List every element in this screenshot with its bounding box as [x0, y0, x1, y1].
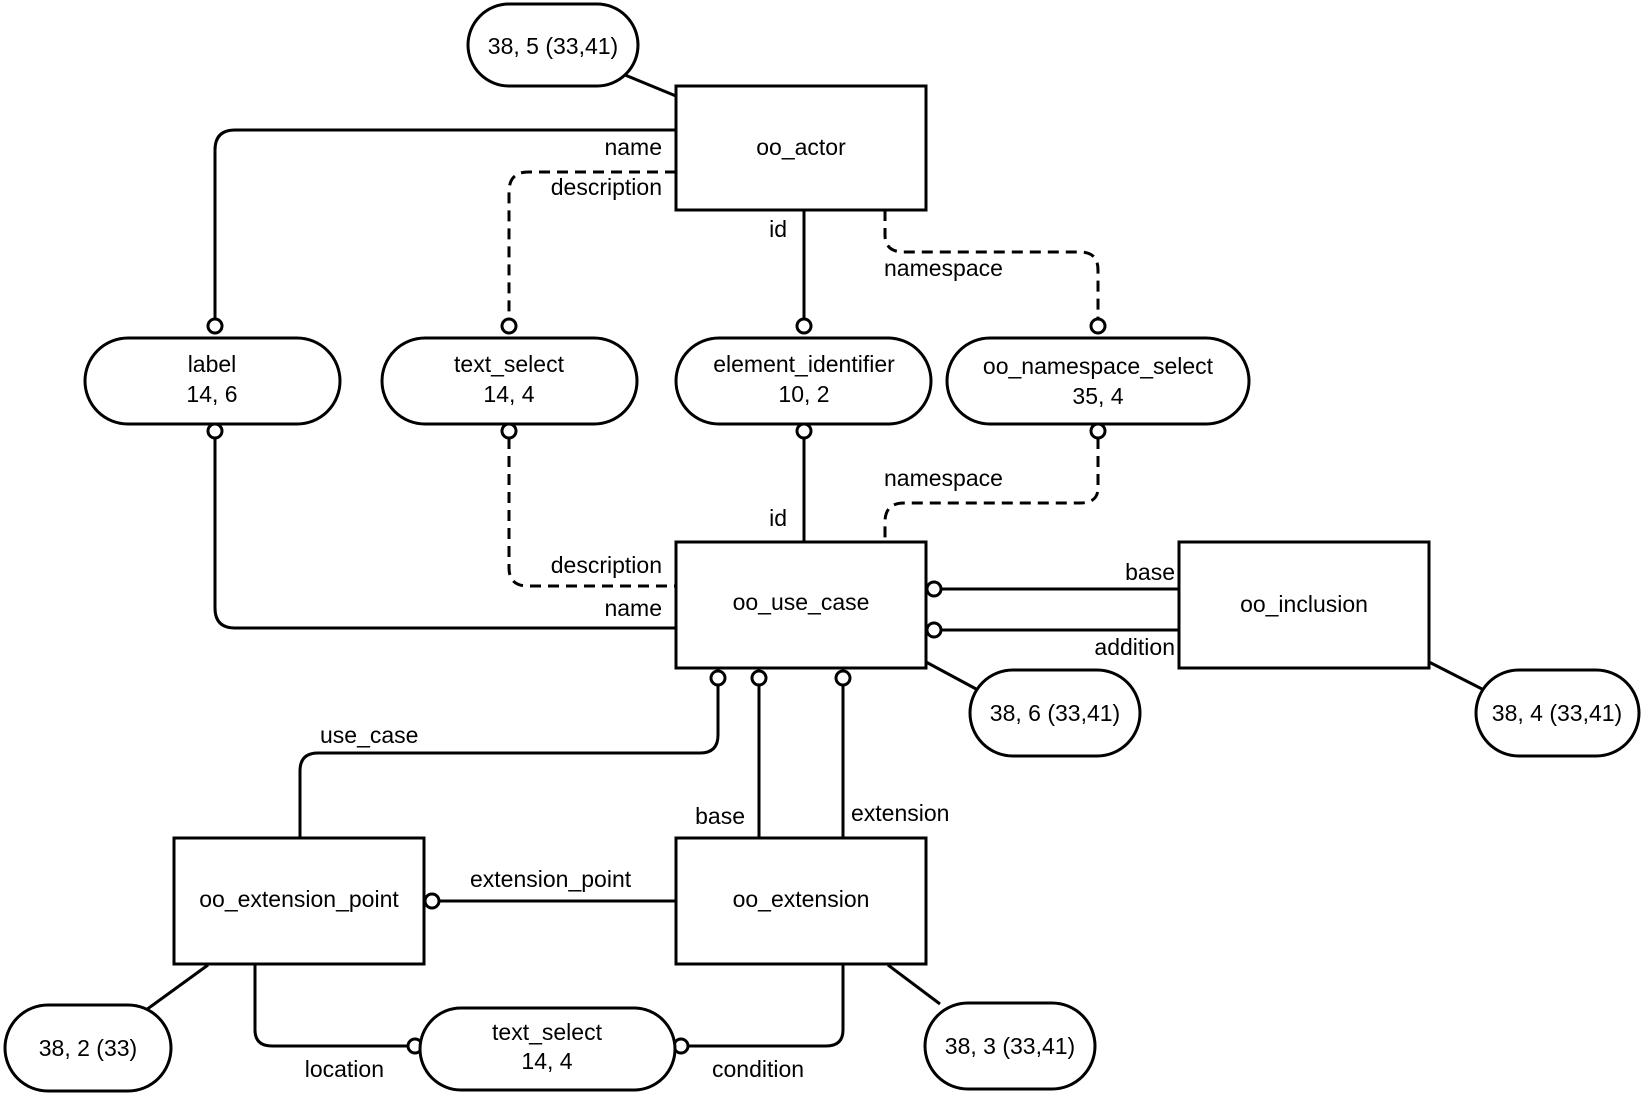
domain-label[interactable]: label 14, 6	[83, 336, 342, 426]
svg-text:38, 3 (33,41): 38, 3 (33,41)	[945, 1033, 1075, 1059]
inclusion-annotation-leader	[1428, 660, 1485, 692]
use-case-description-connector	[507, 438, 676, 588]
role-label: use_case	[320, 722, 418, 748]
annotation-use-case: 38, 6 (33,41)	[968, 668, 1142, 758]
svg-text:38, 5 (33,41): 38, 5 (33,41)	[488, 33, 618, 59]
role-label: extension	[851, 800, 949, 826]
domain-size: 14, 4	[521, 1048, 572, 1074]
optional-marker-icon	[709, 669, 727, 687]
entity-name: oo_extension	[733, 886, 870, 912]
ext-point-use-case-connector	[298, 686, 720, 838]
optional-marker-icon	[206, 317, 224, 335]
domain-element-identifier[interactable]: element_identifier 10, 2	[674, 336, 933, 426]
optional-marker-icon	[795, 317, 813, 335]
domain-name: oo_namespace_select	[983, 353, 1214, 379]
svg-text:38, 4 (33,41): 38, 4 (33,41)	[1492, 700, 1622, 726]
entity-name: oo_extension_point	[199, 886, 399, 912]
optional-marker-icon	[500, 422, 518, 440]
optional-marker-icon	[500, 317, 518, 335]
role-label: base	[1125, 559, 1175, 585]
role-label: name	[604, 134, 662, 160]
role-label: name	[604, 595, 662, 621]
domain-oo-namespace-select[interactable]: oo_namespace_select 35, 4	[945, 336, 1251, 426]
role-label: addition	[1094, 634, 1175, 660]
entity-name: oo_inclusion	[1240, 591, 1368, 617]
optional-marker-icon	[206, 422, 224, 440]
actor-annotation-leader	[624, 73, 677, 98]
use-case-name-connector	[213, 438, 676, 630]
domain-name: text_select	[492, 1019, 603, 1045]
location-connector	[253, 965, 412, 1048]
role-label: namespace	[884, 465, 1003, 491]
entity-oo-actor[interactable]: oo_actor	[674, 84, 928, 212]
optional-marker-icon	[1089, 317, 1107, 335]
use-case-annotation-leader	[925, 660, 979, 692]
role-label: id	[769, 505, 787, 531]
role-label: description	[551, 174, 662, 200]
optional-marker-icon	[795, 422, 813, 440]
domain-size: 14, 4	[483, 381, 534, 407]
annotation-inclusion: 38, 4 (33,41)	[1474, 668, 1641, 758]
domain-text-select-bottom[interactable]: text_select 14, 4	[418, 1006, 677, 1092]
entity-name: oo_use_case	[733, 589, 870, 615]
optional-marker-icon	[423, 892, 441, 910]
role-label: extension_point	[470, 866, 632, 892]
role-label: namespace	[884, 255, 1003, 281]
optional-marker-icon	[834, 669, 852, 687]
entity-oo-inclusion[interactable]: oo_inclusion	[1177, 540, 1431, 670]
use-case-namespace-connector	[883, 438, 1100, 542]
entity-oo-extension-point[interactable]: oo_extension_point	[172, 836, 426, 966]
svg-text:38, 2 (33): 38, 2 (33)	[39, 1035, 137, 1061]
domain-name: label	[188, 351, 237, 377]
role-label: id	[769, 216, 787, 242]
actor-description-connector	[507, 170, 676, 318]
condition-connector	[683, 965, 845, 1048]
optional-marker-icon	[750, 669, 768, 687]
domain-size: 14, 6	[186, 381, 237, 407]
domain-size: 35, 4	[1072, 383, 1123, 409]
role-label: description	[551, 552, 662, 578]
domain-size: 10, 2	[778, 381, 829, 407]
svg-text:38, 6 (33,41): 38, 6 (33,41)	[990, 700, 1120, 726]
annotation-extension: 38, 3 (33,41)	[923, 1001, 1097, 1091]
role-label: location	[305, 1056, 384, 1082]
entity-oo-use-case[interactable]: oo_use_case	[674, 540, 928, 670]
ext-point-annotation-leader	[145, 963, 209, 1012]
role-label: base	[695, 803, 745, 829]
domain-text-select-top[interactable]: text_select 14, 4	[380, 336, 639, 426]
domain-name: element_identifier	[713, 351, 895, 377]
entity-name: oo_actor	[756, 134, 846, 160]
optional-marker-icon	[925, 621, 943, 639]
annotation-extension-point: 38, 2 (33)	[3, 1003, 173, 1093]
optional-marker-icon	[925, 580, 943, 598]
annotation-actor: 38, 5 (33,41)	[466, 2, 640, 88]
entity-oo-extension[interactable]: oo_extension	[674, 836, 928, 966]
extension-annotation-leader	[887, 963, 941, 1006]
domain-name: text_select	[454, 351, 565, 377]
actor-name-connector	[213, 128, 676, 318]
role-label: condition	[712, 1056, 804, 1082]
optional-marker-icon	[1089, 422, 1107, 440]
